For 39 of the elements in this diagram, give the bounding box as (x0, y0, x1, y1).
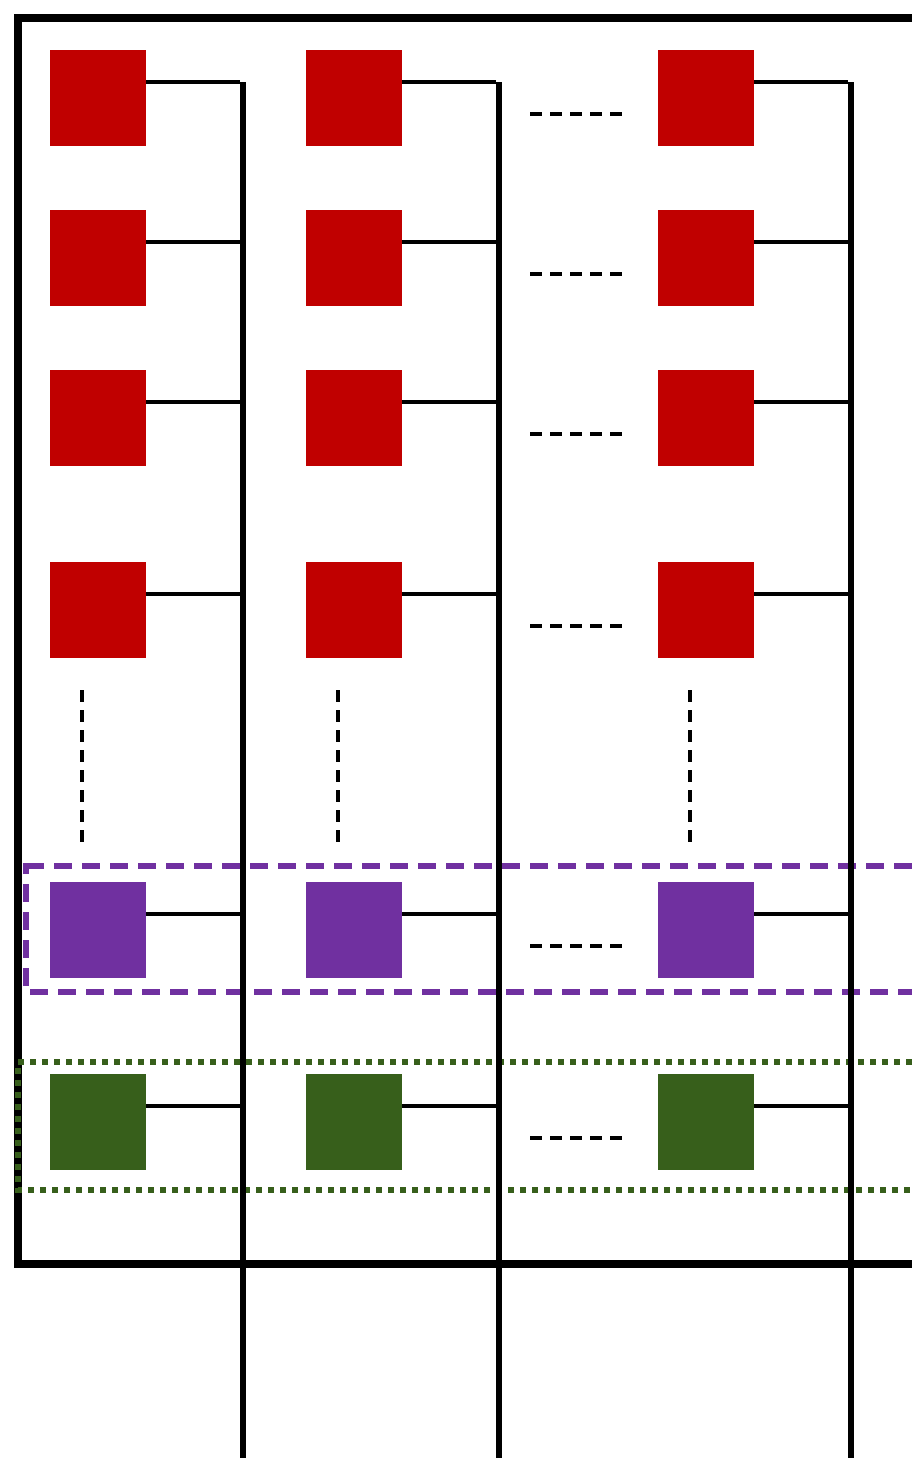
connector-line (402, 400, 496, 404)
block (658, 562, 754, 658)
connector-line (402, 592, 496, 596)
connector-line (754, 592, 848, 596)
block (658, 210, 754, 306)
bus-line (240, 82, 246, 1458)
connector-line (146, 912, 240, 916)
block (306, 50, 402, 146)
connector-line (754, 1104, 848, 1108)
connector-line (146, 400, 240, 404)
connector-line (402, 240, 496, 244)
connector-line (146, 592, 240, 596)
block (50, 370, 146, 466)
connector-line (754, 912, 848, 916)
block (50, 882, 146, 978)
block (306, 210, 402, 306)
connector-line (402, 80, 496, 84)
block (306, 562, 402, 658)
block (50, 562, 146, 658)
connector-line (402, 1104, 496, 1108)
block (658, 370, 754, 466)
bus-line (848, 82, 854, 1458)
connector-line (754, 80, 848, 84)
block (50, 210, 146, 306)
block (658, 882, 754, 978)
connector-line (146, 80, 240, 84)
bus-line (496, 82, 502, 1458)
block (306, 882, 402, 978)
block (306, 370, 402, 466)
block (658, 50, 754, 146)
block (50, 50, 146, 146)
block (658, 1074, 754, 1170)
connector-line (146, 240, 240, 244)
block (306, 1074, 402, 1170)
connector-line (146, 1104, 240, 1108)
block (50, 1074, 146, 1170)
connector-line (402, 912, 496, 916)
connector-line (754, 400, 848, 404)
connector-line (754, 240, 848, 244)
